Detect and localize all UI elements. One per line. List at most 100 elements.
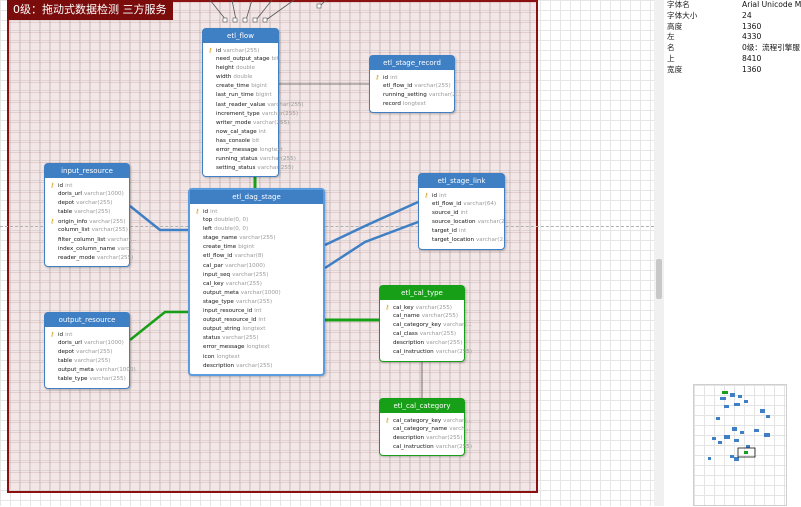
property-value[interactable]: 4330	[742, 32, 762, 42]
table-title[interactable]: etl_flow	[203, 29, 278, 43]
table-title[interactable]: etl_cal_category	[380, 399, 464, 413]
table-title[interactable]: input_resource	[45, 164, 129, 178]
property-value[interactable]: 24	[742, 10, 752, 20]
table-title[interactable]: output_resource	[45, 313, 129, 327]
property-value[interactable]: 1360	[742, 21, 762, 31]
table-title[interactable]: etl_stage_link	[419, 174, 504, 188]
property-value[interactable]: Arial Unicode M	[742, 0, 801, 9]
minimap[interactable]	[693, 384, 787, 506]
table-title[interactable]: etl_stage_record	[370, 56, 454, 70]
vertical-scrollbar[interactable]	[654, 0, 664, 506]
table-title[interactable]: etl_dag_stage	[190, 190, 323, 204]
property-value[interactable]: 8410	[742, 53, 762, 63]
table-title[interactable]: etl_cal_type	[380, 286, 464, 300]
property-value[interactable]: 1360	[742, 64, 762, 74]
property-value[interactable]: 0级：流程引擎服	[742, 43, 800, 53]
scrollbar-thumb[interactable]	[656, 259, 662, 299]
group-frame-title[interactable]: 0级：拖动式数据检测 三方服务	[7, 0, 173, 20]
